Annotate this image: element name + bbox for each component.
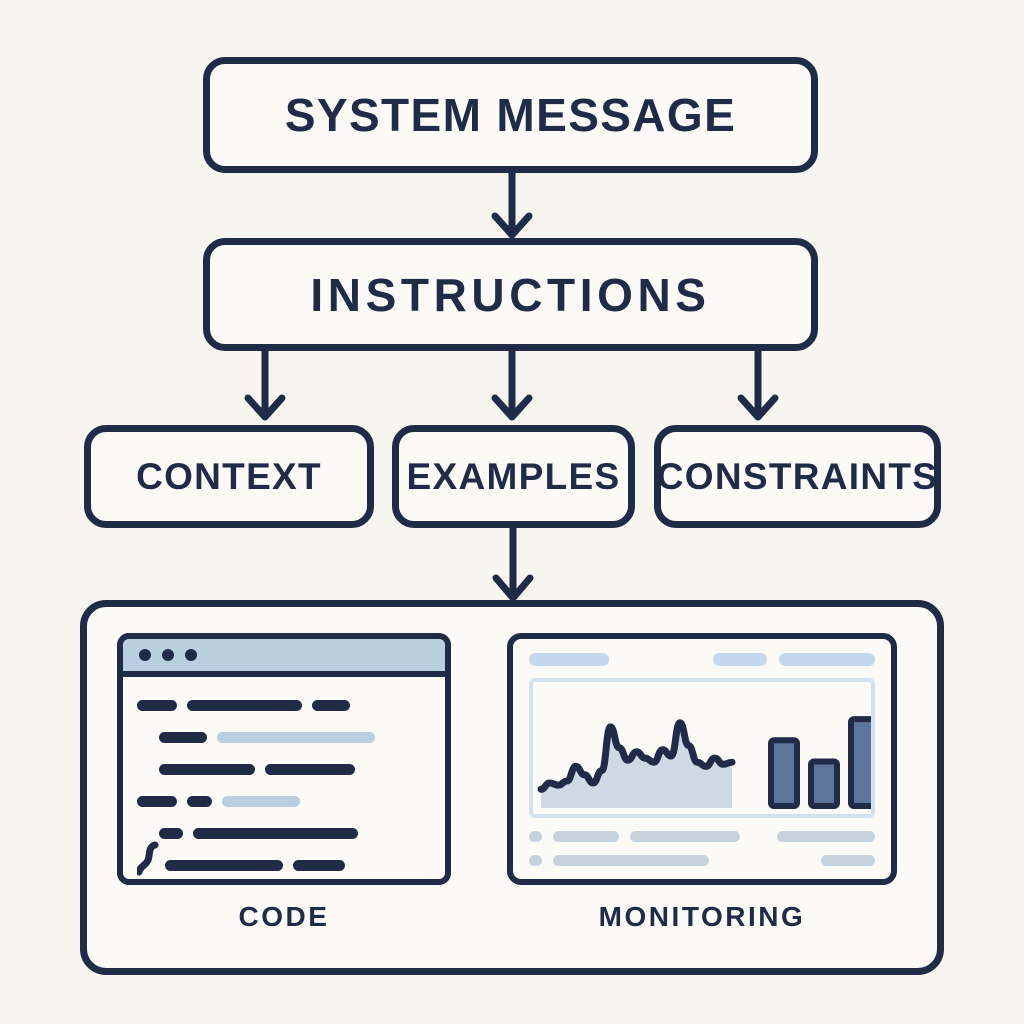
monitoring-top-bar	[529, 653, 609, 666]
code-token	[137, 795, 177, 807]
legend-bar	[777, 831, 875, 842]
node-system-message-label: SYSTEM MESSAGE	[284, 89, 737, 141]
code-line	[137, 699, 431, 711]
node-context[interactable]: CONTEXT	[84, 425, 374, 528]
window-dot-icon-2	[162, 649, 174, 661]
window-dot-icon-3	[185, 649, 197, 661]
code-token	[159, 763, 255, 775]
node-examples-label: EXAMPLES	[406, 456, 621, 497]
area-chart-line	[537, 719, 736, 793]
output-container: CODE MONITORING	[80, 600, 944, 975]
bar-chart-bar	[768, 737, 800, 809]
code-line	[137, 795, 431, 807]
legend-dot-icon	[529, 855, 542, 866]
code-token	[159, 827, 183, 839]
monitoring-legend-row-1	[529, 831, 875, 842]
code-token	[165, 859, 283, 871]
code-line	[137, 841, 431, 876]
legend-bar	[553, 855, 709, 866]
bar-chart-bar	[848, 716, 871, 809]
monitoring-charts-svg	[537, 716, 871, 810]
monitoring-toolbar-row	[529, 653, 875, 666]
monitoring-chart-area	[529, 678, 875, 818]
code-token	[159, 731, 207, 743]
monitoring-panel-caption: MONITORING	[598, 901, 806, 932]
code-window[interactable]	[117, 633, 451, 885]
node-examples[interactable]: EXAMPLES	[392, 425, 635, 528]
node-constraints[interactable]: CONSTRAINTS	[654, 425, 941, 528]
code-panel-caption: CODE	[238, 901, 330, 932]
monitoring-window[interactable]	[507, 633, 897, 885]
code-token	[217, 731, 375, 743]
code-token	[265, 763, 355, 775]
legend-bar	[630, 831, 740, 842]
code-brace-icon	[137, 841, 159, 879]
monitoring-legend-row-2	[529, 855, 875, 866]
arrow-instructions-fanout	[244, 347, 779, 421]
node-system-message[interactable]: SYSTEM MESSAGE	[203, 57, 818, 173]
code-line	[137, 763, 431, 775]
legend-bar	[821, 855, 875, 866]
code-token	[187, 795, 212, 807]
monitoring-top-bar	[713, 653, 767, 666]
bar-chart-bar	[808, 758, 840, 810]
arrow-system-message-to-instructions	[491, 168, 533, 239]
code-window-body	[123, 677, 445, 879]
node-instructions[interactable]: INSTRUCTIONS	[203, 238, 818, 351]
window-dot-icon-1	[139, 649, 151, 661]
code-window-titlebar	[123, 639, 445, 677]
code-line	[137, 827, 431, 839]
node-constraints-label: CONSTRAINTS	[656, 456, 939, 497]
monitoring-top-bar	[779, 653, 875, 666]
code-line	[137, 731, 431, 743]
monitoring-panel-column: MONITORING	[507, 633, 897, 933]
node-context-label: CONTEXT	[136, 456, 322, 497]
code-token	[137, 699, 177, 711]
legend-bar	[553, 831, 619, 842]
node-instructions-label: INSTRUCTIONS	[310, 268, 711, 321]
code-token	[193, 827, 358, 839]
bar-chart-group	[768, 716, 871, 810]
legend-dot-icon	[529, 831, 542, 842]
code-token	[187, 699, 302, 711]
code-token	[312, 699, 350, 711]
code-panel-column: CODE	[117, 633, 451, 933]
code-token	[222, 795, 300, 807]
code-token	[293, 859, 345, 871]
arrow-examples-to-output	[492, 523, 534, 602]
